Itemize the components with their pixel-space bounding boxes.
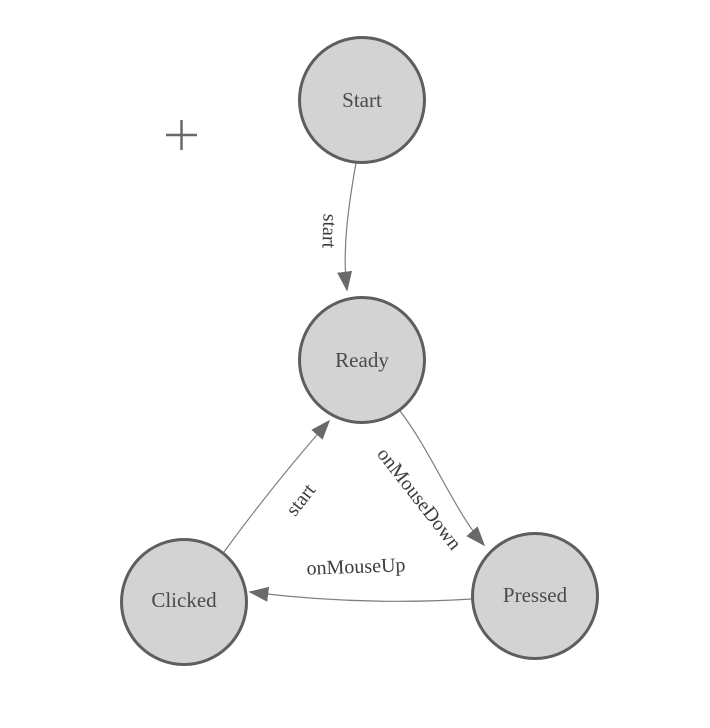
node-label: Start xyxy=(342,88,382,112)
node-start: Start xyxy=(298,36,426,164)
node-circle[interactable] xyxy=(298,36,426,164)
edge-label: start xyxy=(317,213,340,249)
node-circle[interactable] xyxy=(120,538,248,666)
node-pressed: Pressed xyxy=(471,532,599,660)
edge-path[interactable] xyxy=(399,410,486,547)
edge-path[interactable] xyxy=(223,419,331,553)
edge-label: onMouseUp xyxy=(306,554,406,579)
node-label: Ready xyxy=(335,348,389,372)
node-label: Clicked xyxy=(151,588,217,612)
node-circle[interactable] xyxy=(471,532,599,660)
edge-start-ready: start xyxy=(317,162,357,292)
plus-icon xyxy=(166,120,197,150)
edge-path[interactable] xyxy=(248,586,473,602)
edge-label: start xyxy=(282,479,321,520)
node-ready: Ready xyxy=(298,296,426,424)
edge-path[interactable] xyxy=(337,162,357,292)
node-circle[interactable] xyxy=(298,296,426,424)
edge-clicked-ready: start xyxy=(223,419,331,553)
node-clicked: Clicked xyxy=(120,538,248,666)
edge-label: onMouseDown xyxy=(372,444,465,555)
edge-ready-pressed: onMouseDown xyxy=(372,410,486,555)
edge-pressed-clicked: onMouseUp xyxy=(248,554,473,602)
node-label: Pressed xyxy=(503,583,568,607)
